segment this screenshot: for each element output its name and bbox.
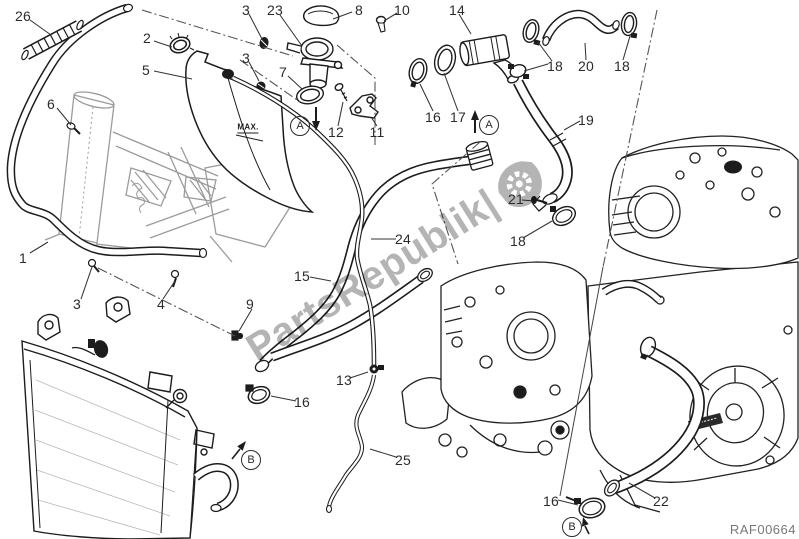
detail-marker-b-1: B — [241, 450, 261, 470]
clamp-16b — [245, 384, 271, 405]
callout-18-b: 18 — [614, 58, 630, 74]
watermark-flag-gear-icon — [498, 161, 543, 207]
callout-22: 22 — [653, 493, 669, 509]
small-fasteners-drawing — [66, 122, 271, 405]
view-arrow-b1 — [231, 441, 246, 460]
callout-2: 2 — [143, 30, 151, 46]
hose-24-drawing — [222, 69, 377, 366]
callout-18-c: 18 — [510, 233, 526, 249]
callout-23: 23 — [267, 2, 283, 18]
hose-1-drawing — [6, 3, 208, 259]
radiator-temp-sensor — [71, 339, 109, 358]
callout-14: 14 — [449, 2, 465, 18]
clutch-cover-drawing — [688, 365, 785, 467]
spiral-guard-26-drawing — [21, 19, 84, 61]
callout-9: 9 — [246, 296, 254, 312]
tank-max-label: MAX. — [237, 122, 259, 134]
callout-8: 8 — [355, 2, 363, 18]
radiator-feed-hose-drawing — [270, 267, 433, 362]
screw-3c — [87, 258, 97, 268]
radiator-drawing — [21, 296, 215, 539]
callout-21: 21 — [508, 191, 524, 207]
detail-marker-a-1: A — [290, 116, 310, 136]
callout-25: 25 — [395, 452, 411, 468]
callout-20: 20 — [578, 58, 594, 74]
callout-19: 19 — [578, 112, 594, 128]
callout-leader-lines — [29, 11, 656, 506]
hose-22-drawing — [565, 336, 705, 519]
callout-16-b: 16 — [294, 394, 310, 410]
detail-marker-a-2: A — [479, 115, 499, 135]
callout-17: 17 — [450, 109, 466, 125]
detail-marker-b-2: B — [562, 517, 582, 537]
callout-4: 4 — [157, 296, 165, 312]
callout-3-a: 3 — [242, 2, 250, 18]
hose-15-drawing — [254, 140, 494, 373]
misc-leader-line — [559, 266, 604, 497]
callout-3-c: 3 — [73, 296, 81, 312]
thermostat-union-drawing — [408, 19, 541, 88]
hose-15-end-fitting — [465, 140, 494, 171]
screw-6-tip — [73, 127, 81, 135]
callout-13: 13 — [336, 372, 352, 388]
callout-1: 1 — [19, 250, 27, 266]
callout-16-c: 16 — [543, 493, 559, 509]
callout-26: 26 — [15, 8, 31, 24]
watermark: PartsRepublik| — [237, 149, 555, 373]
view-arrow-a2 — [471, 110, 479, 133]
callout-6: 6 — [47, 96, 55, 112]
callout-7: 7 — [279, 64, 287, 80]
callout-15: 15 — [294, 268, 310, 284]
filler-cap-assembly-drawing — [256, 5, 387, 119]
expansion-tank-drawing — [169, 32, 315, 213]
callout-12: 12 — [328, 124, 344, 140]
diagram-ref-code: RAF00664 — [729, 522, 796, 537]
callout-18-a: 18 — [547, 58, 563, 74]
radiator-outlet-hose-drawing — [193, 463, 239, 513]
screw-4 — [170, 269, 180, 279]
view-arrow-b2 — [582, 517, 590, 535]
callout-24: 24 — [395, 231, 411, 247]
callout-3-b: 3 — [242, 50, 250, 66]
hose-25-drawing — [325, 374, 377, 514]
hose-20-drawing — [542, 9, 638, 46]
view-arrow-a1 — [312, 107, 320, 131]
view-arrows — [231, 107, 590, 535]
callout-11: 11 — [369, 124, 385, 140]
engine-top-hose-drawing — [601, 279, 662, 303]
callout-16-a: 16 — [425, 109, 441, 125]
engine-drawing — [401, 135, 799, 513]
callout-10: 10 — [394, 2, 410, 18]
hose-19-drawing — [513, 79, 577, 227]
callout-5: 5 — [142, 62, 150, 78]
fitting-13-drawing — [369, 364, 384, 374]
